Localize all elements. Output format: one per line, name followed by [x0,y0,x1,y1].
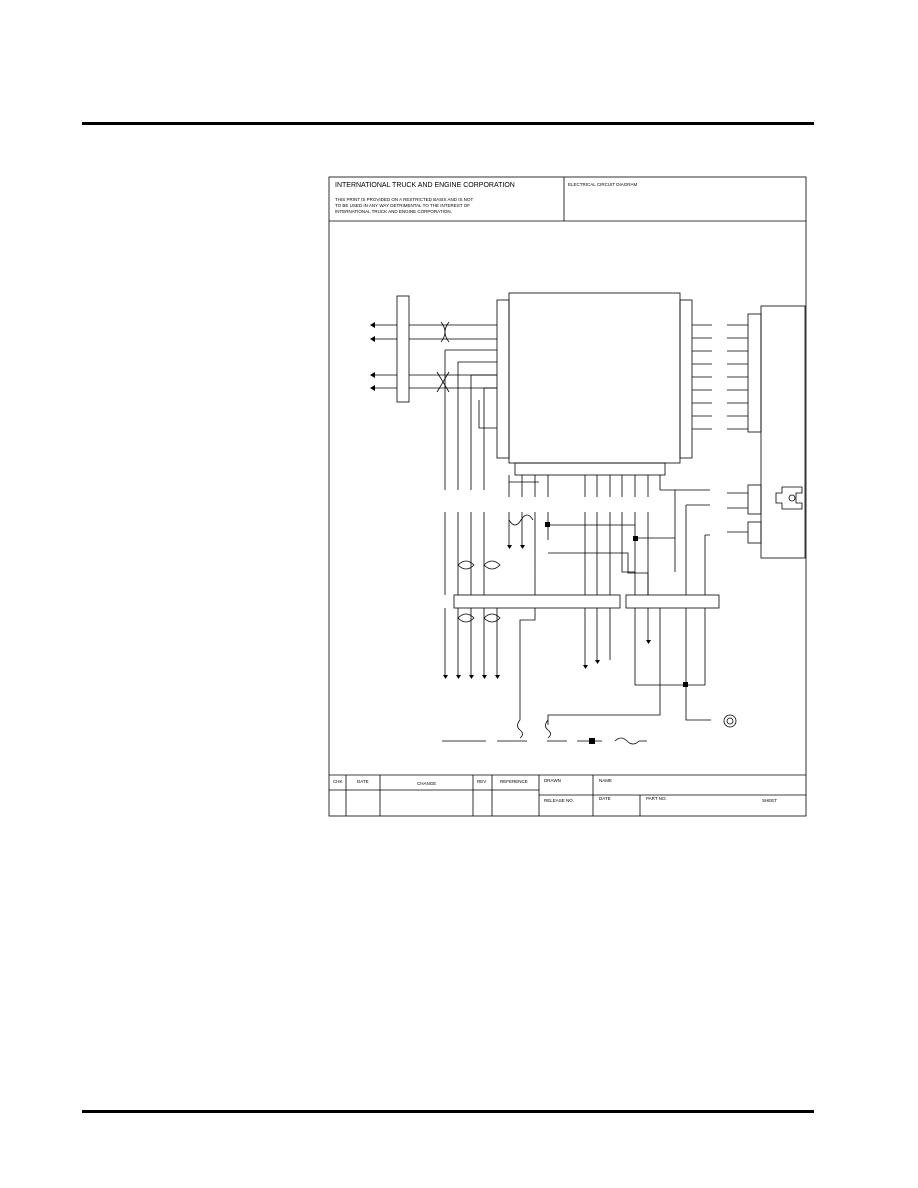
right-plug-a [747,484,762,515]
splice-bar-right [625,594,720,609]
module-left-pins [496,299,510,459]
tb-date2: DATE [599,796,611,801]
schematic [371,292,806,745]
tb-name: NAME [599,778,612,783]
module-bottom-pins [514,462,666,476]
bottom-rule [82,1110,814,1113]
notice-line-3: INTERNATIONAL TRUCK AND ENGINE CORPORATI… [335,209,452,214]
company-name: INTERNATIONAL TRUCK AND ENGINE CORPORATI… [335,182,515,189]
junction-dots [370,322,688,744]
notice-line-1: THIS PRINT IS PROVIDED ON A RESTRICTED B… [335,197,473,202]
sensor-symbol [775,486,803,510]
left-connector [396,295,410,403]
right-connector-pins [747,313,762,433]
tb-release-no: RELEASE NO. [544,798,574,803]
splice-bar-left [453,594,621,609]
tb-change: CHANGE [417,781,436,786]
right-plug-b [747,521,762,544]
right-connector [760,305,806,559]
module-right-pins [679,299,693,459]
tb-sheet: SHEET [762,798,777,803]
top-rule [82,122,814,125]
drawing-frame [328,176,807,817]
tb-chk: CHK [333,779,343,784]
tb-drawn: DRAWN [544,778,561,783]
tb-date: DATE [357,779,369,784]
drawing-title: ELECTRICAL CIRCUIT DIAGRAM [568,182,638,187]
tb-reference: REFERENCE [500,779,528,784]
tb-part-no: PART NO. [646,796,667,801]
control-module [508,292,681,464]
notice-line-2: TO BE USED IN ANY WAY DETRIMENTAL TO THE… [335,203,470,208]
tb-rev: REV [477,779,486,784]
